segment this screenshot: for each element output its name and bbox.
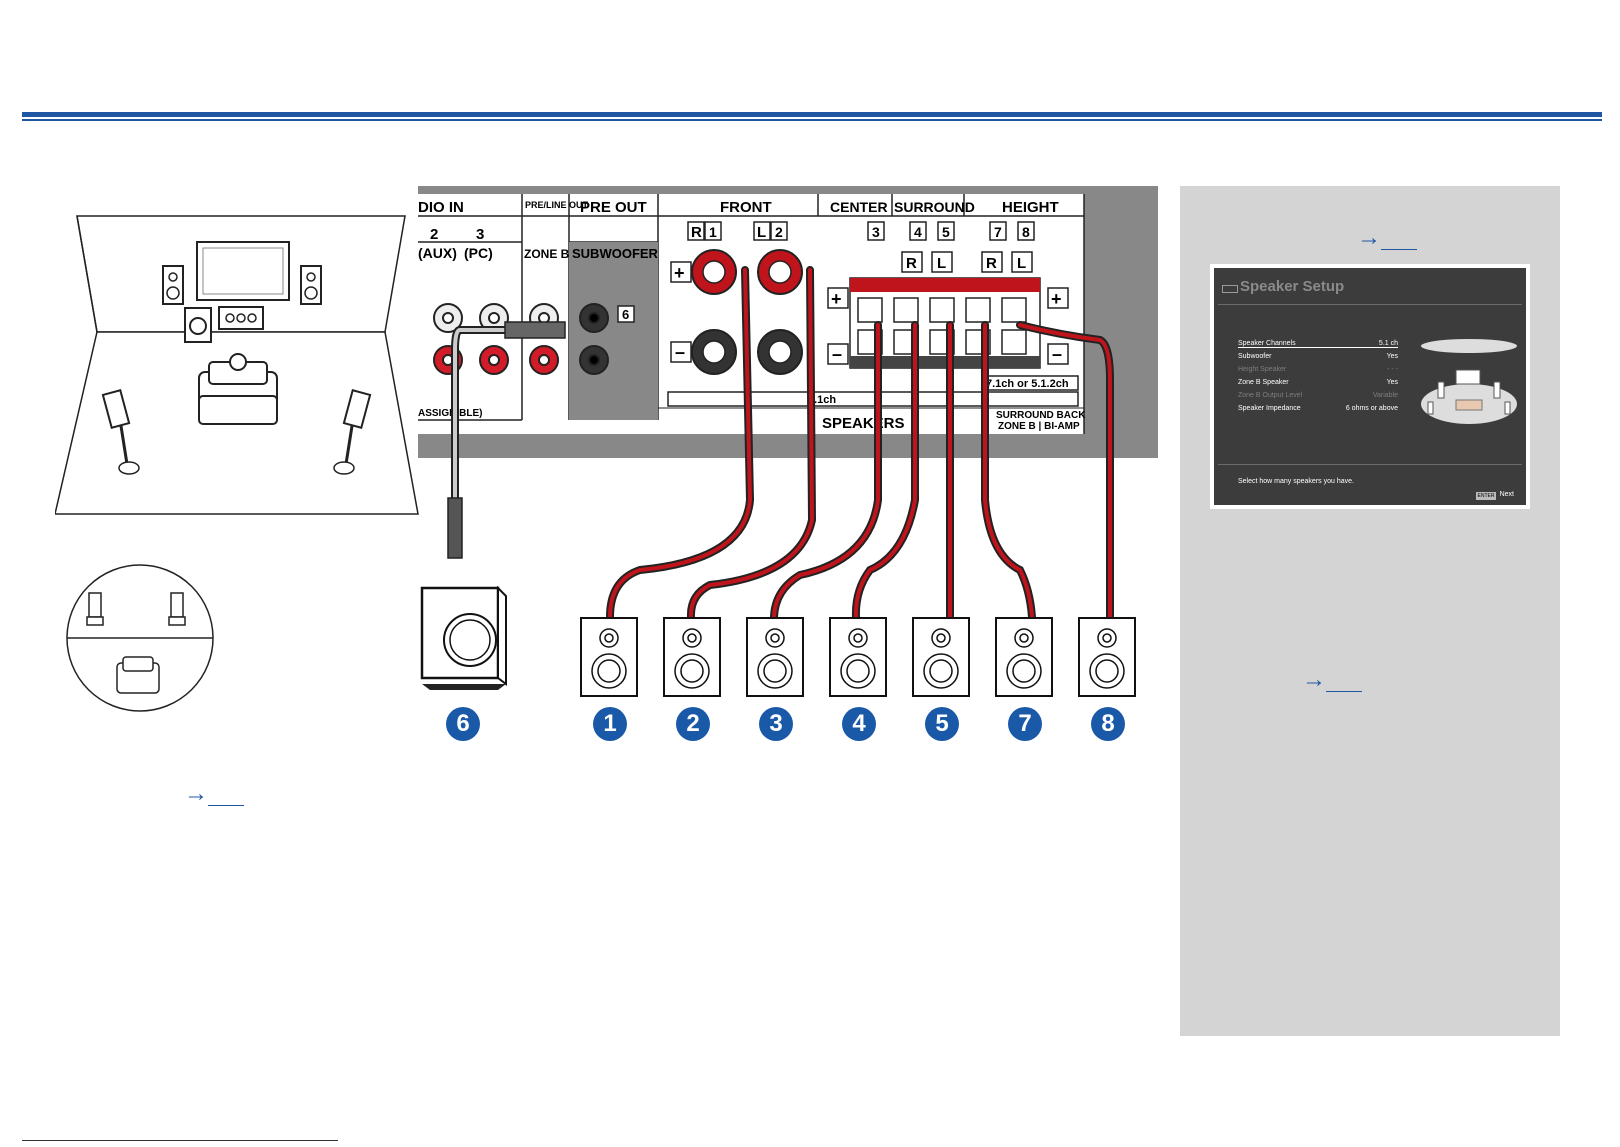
badge-front-left: 2 — [676, 707, 710, 741]
front-l-number: 2 — [775, 224, 783, 240]
footer-rule — [22, 1140, 338, 1141]
subwoofer-unit-icon — [420, 585, 507, 690]
height-l-label: L — [1017, 255, 1026, 272]
tall-speaker-left-icon — [86, 592, 104, 626]
surround-left-speaker-icon — [101, 389, 140, 475]
tall-speaker-right-icon — [168, 592, 186, 626]
page-ref-underline — [1326, 671, 1362, 692]
center-number: 3 — [872, 224, 880, 240]
room-preview-icon — [1421, 339, 1517, 424]
surround-label: SURROUND — [894, 199, 975, 215]
speaker-height-left — [1078, 617, 1136, 697]
badge-surround-right: 4 — [842, 707, 876, 741]
assignable-label: ASSIGN BLE) — [418, 408, 482, 419]
pc-label: (PC) — [464, 245, 493, 261]
center-speaker-icon — [218, 306, 264, 330]
surround-number-5: 5 — [942, 224, 950, 240]
room-layout-illustration — [55, 215, 419, 515]
osd-hint: Select how many speakers you have. — [1238, 478, 1354, 485]
arrow-right-icon: → — [1302, 666, 1326, 693]
cross-ref-link-middle[interactable]: → — [1302, 668, 1362, 692]
chair-icon — [116, 656, 160, 694]
badge-front-right: 1 — [593, 707, 627, 741]
osd-next-label[interactable]: Next — [1499, 491, 1514, 498]
footer-divider — [1218, 464, 1522, 465]
badge-center: 3 — [759, 707, 793, 741]
speaker-center — [746, 617, 804, 697]
pre-line-out-label: PRE/LINE OUT — [525, 200, 589, 210]
header-rule-thin — [22, 119, 1602, 121]
pc-number: 3 — [476, 226, 484, 243]
front-label: FRONT — [720, 199, 772, 216]
arrow-right-icon: → — [184, 780, 208, 807]
height-plus-sign: + — [1051, 289, 1062, 309]
tv-icon — [196, 241, 290, 301]
height-number-7: 7 — [994, 224, 1002, 240]
osd-title: Speaker Setup — [1240, 278, 1345, 295]
page-ref-underline — [1381, 229, 1417, 250]
badge-height-right: 7 — [1008, 707, 1042, 741]
badge-subwoofer: 6 — [446, 707, 480, 741]
pre-out-label: PRE OUT — [580, 199, 647, 216]
speaker-surround-left — [912, 617, 970, 697]
speaker-height-right — [995, 617, 1053, 697]
cross-ref-link-top[interactable]: → — [1357, 226, 1417, 250]
height-label: HEIGHT — [1002, 199, 1059, 216]
front-r-number: 1 — [709, 224, 717, 240]
cross-ref-link-left[interactable]: → — [184, 782, 244, 806]
listening-position-inset — [66, 564, 214, 712]
surround-r-label: R — [906, 255, 917, 272]
enter-button-icon: ENTER — [1476, 492, 1496, 500]
zone-b-label: ZONE B — [524, 247, 570, 261]
front-l-label: L — [757, 224, 766, 241]
badge-height-left: 8 — [1091, 707, 1125, 741]
front-r-label: R — [691, 224, 702, 241]
header-rule-thick — [22, 112, 1602, 117]
height-number-8: 8 — [1022, 224, 1030, 240]
speaker-front-right — [580, 617, 638, 697]
height-r-label: R — [986, 255, 997, 272]
subwoofer-label: SUBWOOFER — [572, 246, 659, 261]
center-plus-sign: + — [831, 289, 842, 309]
audio-in-label: DIO IN — [418, 199, 464, 216]
arrow-right-icon: → — [1357, 224, 1381, 251]
aux-number: 2 — [430, 226, 438, 243]
aux-label: (AUX) — [418, 245, 457, 261]
surround-right-speaker-icon — [333, 389, 372, 475]
subwoofer-icon — [184, 307, 212, 343]
osd-row-height-speaker: Height Speaker- - - — [1238, 366, 1398, 373]
surround-number-4: 4 — [914, 224, 922, 240]
badge-surround-left: 5 — [925, 707, 959, 741]
front-left-speaker-icon — [162, 265, 184, 305]
speaker-surround-right — [829, 617, 887, 697]
page-ref-underline — [208, 785, 244, 806]
speaker-front-left — [663, 617, 721, 697]
center-label: CENTER — [830, 199, 888, 215]
front-right-speaker-icon — [300, 265, 322, 305]
title-divider — [1218, 304, 1522, 305]
surround-l-label: L — [937, 255, 946, 272]
menu-icon — [1222, 285, 1238, 293]
sofa-icon — [198, 353, 278, 425]
